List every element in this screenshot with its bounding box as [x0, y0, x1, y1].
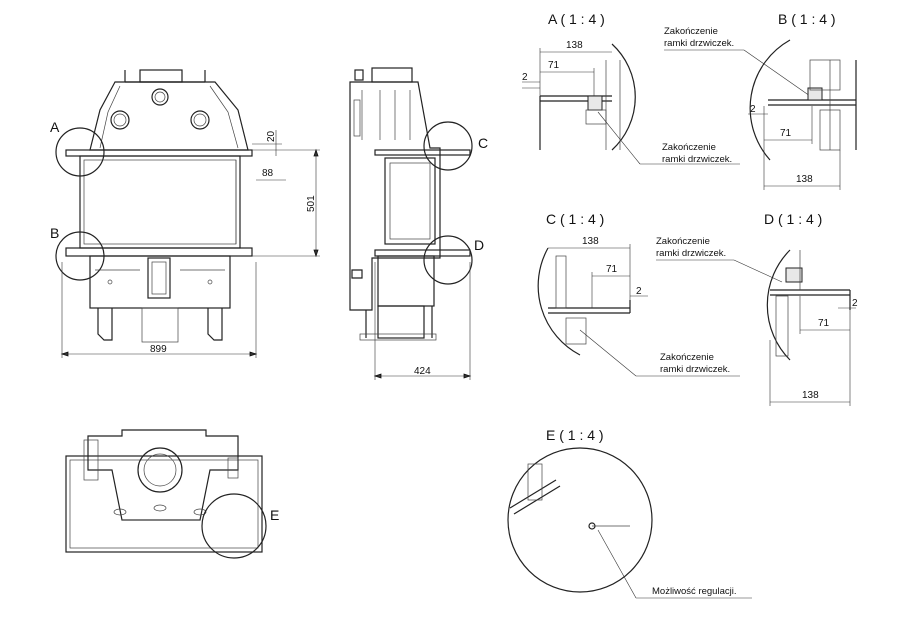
detail-b-title: B ( 1 : 4 ): [778, 11, 836, 27]
detail-c-note2: ramki drzwiczek.: [660, 364, 730, 375]
detail-b-71: 71: [780, 128, 792, 139]
detail-a-2: 2: [522, 72, 528, 83]
detail-circle-b: [55, 231, 105, 281]
detail-e-note: Możliwość regulacji.: [652, 586, 736, 597]
detail-b-note2: ramki drzwiczek.: [664, 38, 734, 49]
detail-c: C ( 1 : 4 ) 138 71 2 Zakończenie ramki d…: [537, 211, 740, 377]
label-a: A: [50, 119, 60, 135]
detail-d-71: 71: [818, 318, 830, 329]
detail-c-note1: Zakończenie: [660, 352, 714, 363]
detail-b-note1: Zakończenie: [664, 26, 718, 37]
detail-b: B ( 1 : 4 ) Zakończenie ramki drzwiczek.…: [664, 11, 857, 190]
detail-circle-e: [201, 493, 267, 559]
detail-c-2: 2: [636, 286, 642, 297]
detail-d-note2: ramki drzwiczek.: [656, 248, 726, 259]
detail-c-71: 71: [606, 264, 618, 275]
label-b: B: [50, 225, 59, 241]
label-c: C: [478, 135, 488, 151]
detail-e-title: E ( 1 : 4 ): [546, 427, 604, 443]
detail-a-71: 71: [548, 60, 560, 71]
detail-c-138: 138: [582, 236, 599, 247]
side-view: C D 424: [349, 67, 488, 380]
label-e: E: [270, 507, 279, 523]
dim-501: 501: [306, 195, 317, 212]
label-d: D: [474, 237, 484, 253]
detail-d-2: 2: [852, 298, 858, 309]
detail-e: E ( 1 : 4 ) Możliwość regulacji.: [507, 427, 752, 599]
dim-88: 88: [262, 168, 274, 179]
detail-a-138: 138: [566, 40, 583, 51]
top-view: E: [65, 429, 279, 559]
detail-circle-d: [423, 235, 473, 285]
detail-a-note1: Zakończenie: [662, 142, 716, 153]
dim-899: 899: [150, 344, 167, 355]
detail-b-2: 2: [750, 104, 756, 115]
detail-b-138: 138: [796, 174, 813, 185]
detail-circle-a: [55, 127, 105, 177]
detail-a-title: A ( 1 : 4 ): [548, 11, 605, 27]
detail-a: A ( 1 : 4 ) 138 71 2 Zakończenie ramki d…: [522, 11, 740, 165]
detail-d-note1: Zakończenie: [656, 236, 710, 247]
detail-circle-c: [423, 121, 473, 171]
detail-d-138: 138: [802, 390, 819, 401]
detail-d: D ( 1 : 4 ) Zakończenie ramki drzwiczek.…: [656, 211, 858, 406]
detail-a-note2: ramki drzwiczek.: [662, 154, 732, 165]
detail-d-title: D ( 1 : 4 ): [764, 211, 822, 227]
dim-20: 20: [266, 130, 277, 142]
front-view: A B 899 501 20 88: [50, 69, 320, 358]
dim-424: 424: [414, 366, 431, 377]
detail-c-title: C ( 1 : 4 ): [546, 211, 604, 227]
